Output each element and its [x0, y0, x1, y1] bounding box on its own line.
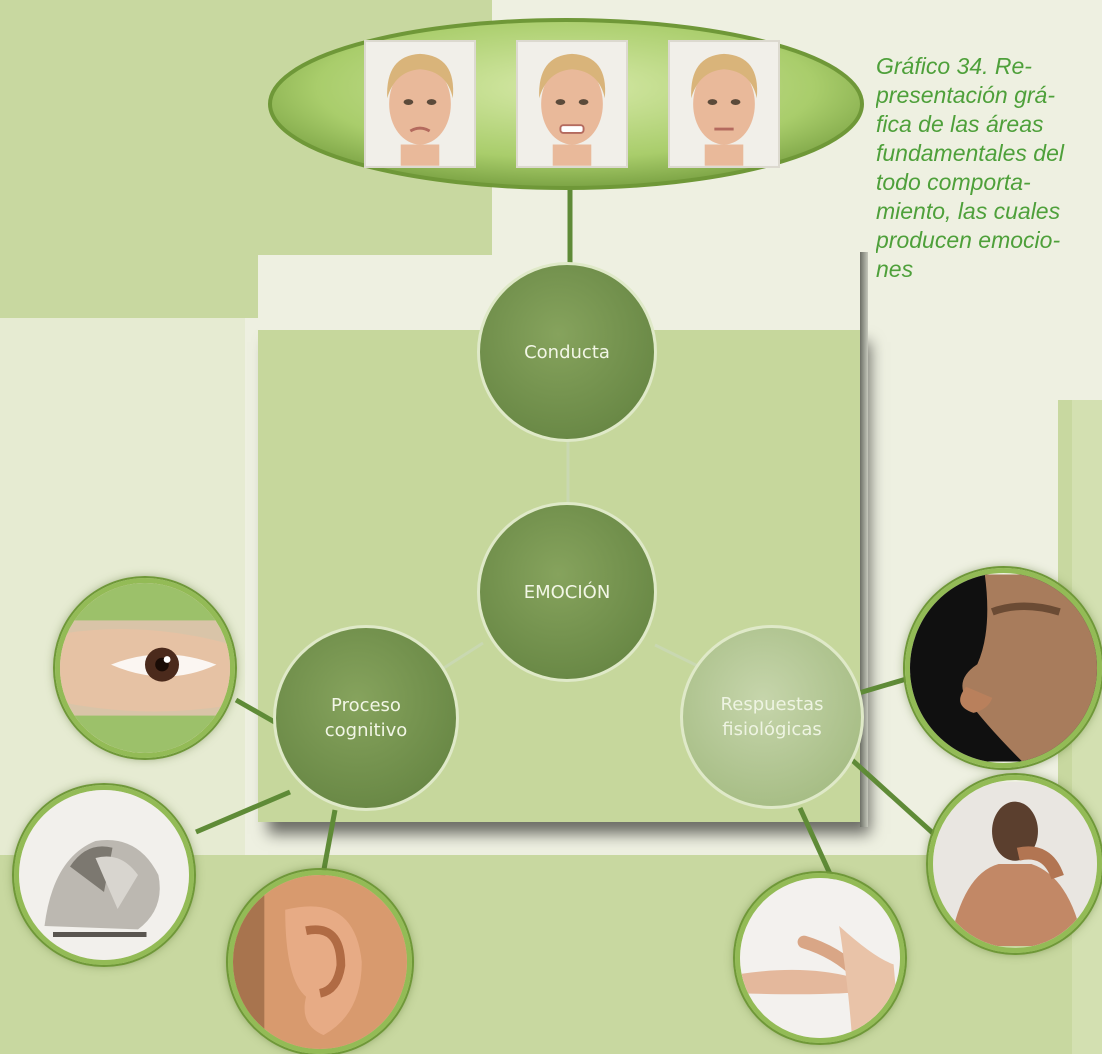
figure-caption: Gráfico 34. Re- presentación grá- fica d… — [876, 52, 1102, 284]
eye-photo — [55, 578, 235, 758]
caption-line: fundamentales del — [876, 139, 1102, 168]
caption-line: producen emocio- — [876, 226, 1102, 255]
node-emotion-label: EMOCIÓN — [524, 580, 611, 605]
node-cognitive-process-label: Proceso cognitivo — [325, 693, 407, 743]
caption-line: Gráfico 34. Re- — [876, 52, 1102, 81]
face-photo-sad — [364, 40, 476, 168]
face-photo-distressed — [516, 40, 628, 168]
node-physiological-responses-label: Respuestas fisiológicas — [721, 692, 824, 742]
caption-line: miento, las cuales — [876, 197, 1102, 226]
face-profile-photo — [905, 568, 1102, 768]
node-behavior-label: Conducta — [524, 340, 610, 365]
hands-photo — [14, 785, 194, 965]
caption-line: fica de las áreas — [876, 110, 1102, 139]
node-physiological-responses: Respuestas fisiológicas — [680, 625, 864, 809]
caption-line: todo comporta- — [876, 168, 1102, 197]
face-photo-neutral — [668, 40, 780, 168]
node-behavior: Conducta — [477, 262, 657, 442]
wrist-pulse-photo — [735, 873, 905, 1043]
neck-pain-photo — [928, 775, 1102, 953]
ear-photo — [228, 870, 412, 1054]
caption-line: nes — [876, 255, 1102, 284]
caption-line: presentación grá- — [876, 81, 1102, 110]
node-cognitive-process: Proceso cognitivo — [273, 625, 459, 811]
node-emotion: EMOCIÓN — [477, 502, 657, 682]
